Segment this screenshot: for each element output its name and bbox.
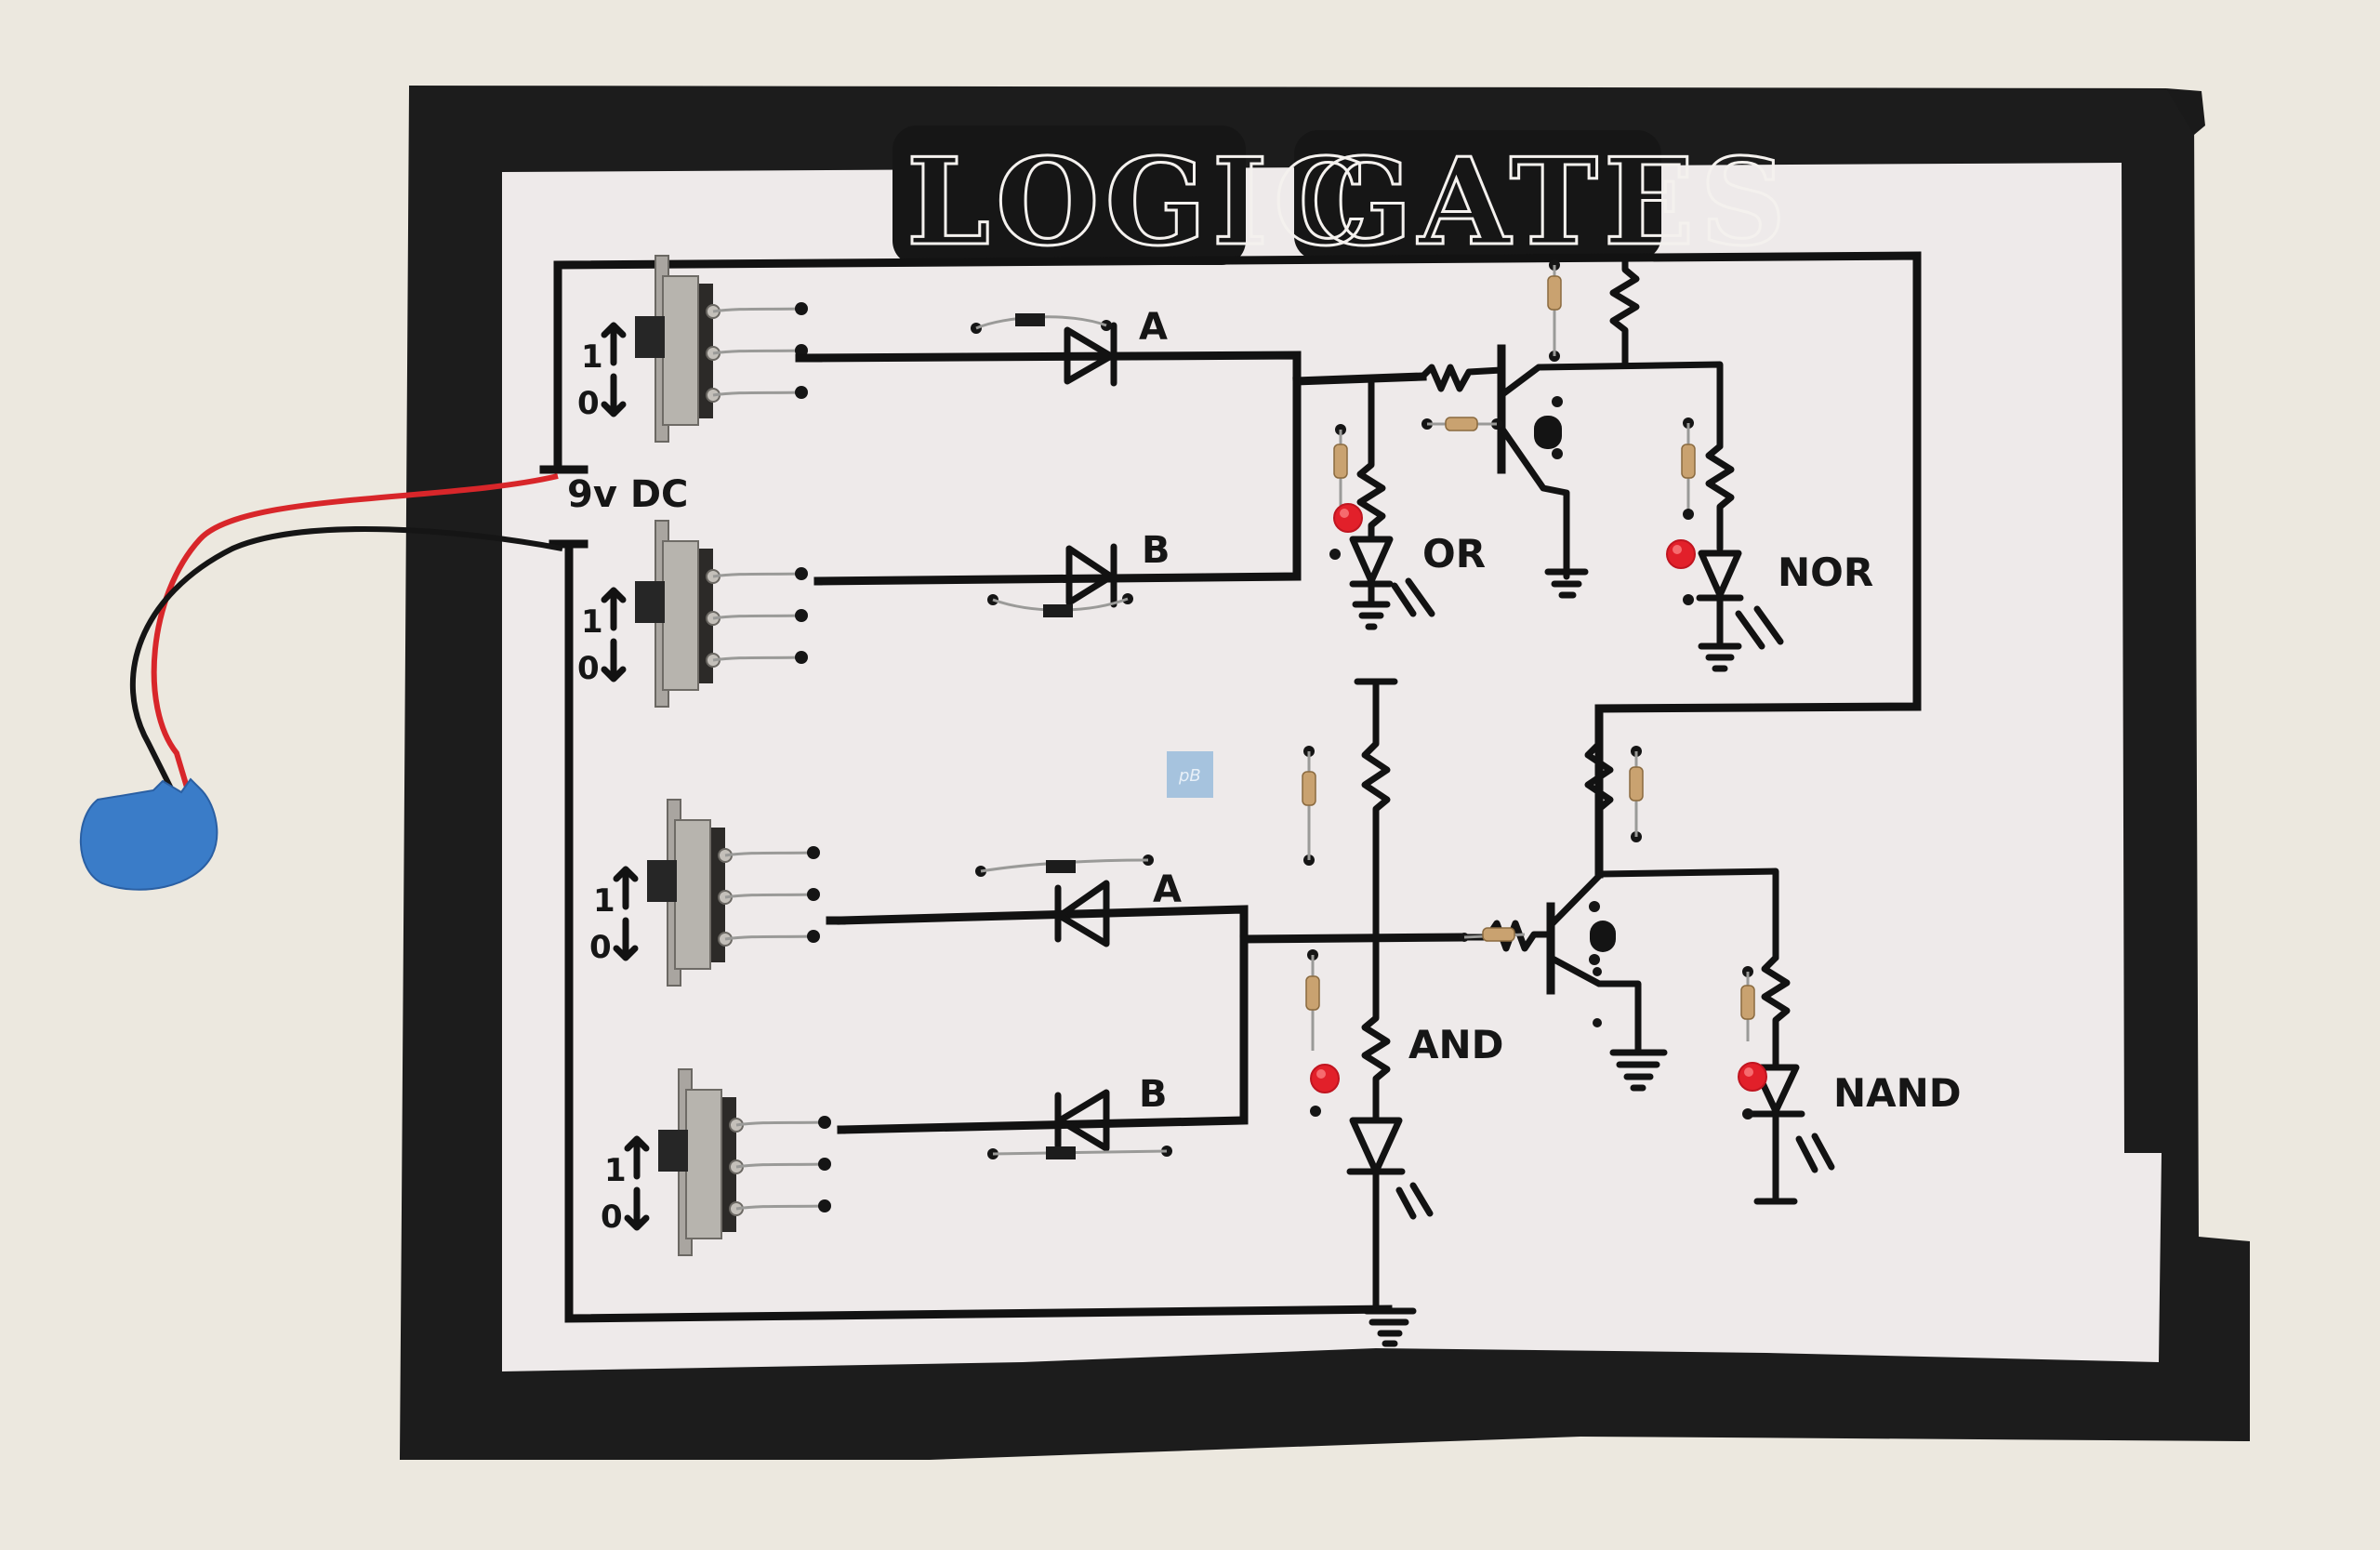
- power-label: 9v DC: [567, 473, 688, 516]
- resistor-base-or: [1445, 417, 1478, 431]
- switch-knob[interactable]: [635, 581, 665, 623]
- diode-symbol-and-a: [1056, 880, 1110, 947]
- arrow-down-icon: [601, 638, 627, 682]
- or-diode-network: A B: [795, 306, 1427, 617]
- switch-off-label: 0: [589, 929, 612, 966]
- diode-component-and-b: [1046, 1146, 1076, 1159]
- led-symbol-nor: [1698, 550, 1742, 599]
- led-symbol-nand: [1752, 1064, 1800, 1115]
- switch-off-label: 0: [577, 650, 600, 687]
- diode-label-and-b: B: [1139, 1073, 1168, 1116]
- switch-knob[interactable]: [658, 1130, 688, 1172]
- battery-clip-body: [79, 777, 218, 891]
- switch-on-label: 1: [604, 1152, 627, 1189]
- switch-off-label: 0: [601, 1199, 623, 1236]
- switch-metal-cover: [674, 819, 711, 970]
- wire-black: [129, 526, 563, 801]
- switch-on-label: 1: [593, 882, 615, 920]
- title-banner: LOGIC GATES: [892, 126, 1792, 274]
- switch-on-label: 1: [581, 603, 603, 641]
- title-box-gates: [1294, 130, 1661, 260]
- power-rails: [539, 251, 1922, 1323]
- resistor-base-and: [1482, 927, 1515, 942]
- arrow-up-icon: [624, 1135, 650, 1180]
- led-symbol-and: [1349, 1117, 1403, 1175]
- led-or: [1333, 503, 1363, 533]
- switch-knob[interactable]: [647, 860, 677, 902]
- battery-clip: [79, 473, 563, 891]
- arrow-up-icon: [613, 866, 639, 910]
- switch-metal-cover: [662, 275, 699, 426]
- arrow-down-icon: [613, 917, 639, 961]
- and-nand-stage: AND NAND: [1302, 678, 1962, 1347]
- led-nand: [1738, 1062, 1767, 1092]
- led-symbol-or: [1349, 536, 1394, 585]
- gate-label-or: OR: [1422, 531, 1486, 576]
- resistor-led-or: [1333, 444, 1348, 479]
- title-word-gates: GATES: [1311, 133, 1792, 272]
- diode-symbol-or-a: [1064, 326, 1115, 385]
- arrow-up-icon: [601, 587, 627, 631]
- watermark-text: pB: [1178, 766, 1201, 786]
- transistor-and-nand: [1590, 921, 1616, 952]
- slide-switch-sw-or-a[interactable]: 10: [577, 255, 823, 443]
- led-and: [1310, 1064, 1340, 1093]
- arrow-up-icon: [601, 322, 627, 366]
- diode-label-or-a: A: [1139, 306, 1168, 349]
- diode-component-or-a: [1015, 313, 1045, 326]
- switch-metal-cover: [685, 1089, 722, 1239]
- resistor-led-nand: [1740, 985, 1755, 1020]
- resistor-led-and: [1305, 975, 1320, 1011]
- switch-off-label: 0: [577, 385, 600, 422]
- switch-knob[interactable]: [635, 316, 665, 358]
- slide-switch-sw-and-b[interactable]: 10: [601, 1068, 846, 1256]
- gate-label-nand: NAND: [1833, 1070, 1962, 1116]
- and-diode-network: A B: [837, 854, 1464, 1159]
- switch-on-label: 1: [581, 338, 603, 376]
- diode-symbol-or-b: [1065, 545, 1115, 606]
- transistor-or-nor: [1534, 416, 1562, 449]
- resistor-collector-or: [1547, 275, 1562, 311]
- resistor-pullup-and: [1302, 771, 1316, 806]
- resistor-led-nor: [1681, 444, 1696, 479]
- arrow-down-icon: [624, 1186, 650, 1231]
- diode-component-and-a: [1046, 860, 1076, 873]
- title-word-logic: LOGIC: [906, 133, 1374, 272]
- wire-red: [151, 473, 559, 801]
- diode-component-or-b: [1043, 604, 1073, 617]
- gate-label-and: AND: [1408, 1022, 1504, 1067]
- watermark: pB: [1167, 751, 1213, 798]
- diode-symbol-and-b: [1056, 1089, 1110, 1152]
- diode-label-or-b: B: [1142, 529, 1170, 572]
- slide-switch-sw-and-a[interactable]: 10: [589, 799, 846, 987]
- diode-label-and-a: A: [1153, 868, 1182, 911]
- arrow-down-icon: [601, 373, 627, 417]
- resistor-collector-nand: [1629, 766, 1644, 801]
- gate-label-nor: NOR: [1778, 550, 1873, 595]
- switch-metal-cover: [662, 540, 699, 691]
- paper-sheet: [502, 163, 2162, 1371]
- led-nor: [1666, 539, 1696, 569]
- title-box-logic: [892, 126, 1246, 265]
- or-nor-stage: NOR OR: [1329, 255, 1873, 672]
